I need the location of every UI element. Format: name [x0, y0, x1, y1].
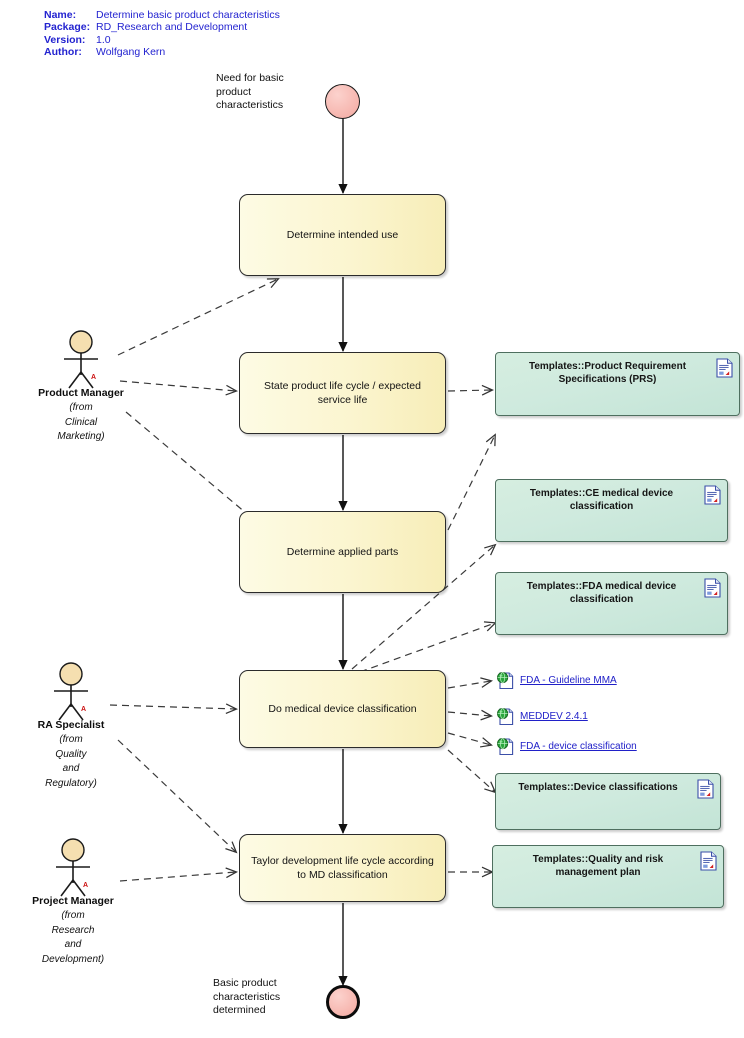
activity-taylor-development-life-cycle[interactable]: Taylor development life cycle according …: [239, 834, 446, 902]
actor-marker-a: A: [91, 374, 97, 381]
meta-row-version: Version: 1.0: [44, 34, 280, 46]
meta-value-version: 1.0: [96, 33, 111, 46]
artifact-ce-medical-device-classification[interactable]: Templates::CE medical device classificat…: [495, 479, 728, 542]
weblink-label: MEDDEV 2.4.1: [520, 711, 588, 722]
meta-key-package: Package:: [44, 21, 91, 34]
weblink-label: FDA - device classification: [520, 741, 637, 752]
artifact-label: Templates::Device classifications: [518, 782, 678, 793]
actor-name: Product Manager: [38, 387, 124, 399]
dep-a4-to-link-fda-guideline: [447, 677, 493, 689]
artifact-fda-medical-device-classification[interactable]: Templates::FDA medical device classifica…: [495, 572, 728, 635]
actor-name: Project Manager: [32, 895, 114, 907]
actor-package: (from Clinical Marketing): [57, 402, 105, 442]
end-node[interactable]: [326, 985, 360, 1019]
document-icon: [700, 851, 717, 871]
meta-value-name: Determine basic product characteristics: [96, 9, 280, 21]
dep-ra-specialist-to-a4: [109, 703, 239, 715]
artifact-product-requirement-specifications[interactable]: Templates::Product Requirement Specifica…: [495, 352, 740, 416]
actor-stick-figure-icon: [56, 838, 90, 897]
activity-label: Determine intended use: [286, 229, 399, 241]
dep-a4-to-link-meddev: [447, 709, 493, 721]
activity-do-medical-device-classification[interactable]: Do medical device classification: [239, 670, 446, 748]
dep-a4-to-device-classifications: [447, 749, 497, 794]
meta-key-version: Version:: [44, 33, 86, 46]
dep-project-manager-to-a5: [119, 867, 238, 882]
meta-row-name: Name: Determine basic product characteri…: [44, 9, 280, 21]
start-node-label: Need for basic product characteristics: [216, 72, 284, 111]
actor-package: (from Research and Development): [41, 910, 105, 965]
actor-marker-a: A: [83, 882, 89, 889]
web-page-icon: [497, 672, 514, 690]
dep-product-manager-to-a1: [117, 278, 280, 356]
dep-a4-to-fda-classification: [359, 621, 497, 673]
artifact-label: Templates::Quality and risk management p…: [532, 854, 664, 878]
meta-row-package: Package: RD_Research and Development: [44, 21, 280, 33]
actor-name: RA Specialist: [37, 719, 105, 731]
dep-ra-specialist-to-a5: [117, 739, 238, 854]
dep-a4-to-link-fda-device: [447, 732, 493, 748]
dep-product-manager-to-a2: [119, 380, 238, 396]
meta-value-package: RD_Research and Development: [96, 21, 248, 34]
artifact-quality-and-risk-management-plan[interactable]: Templates::Quality and risk management p…: [492, 845, 724, 908]
weblink-meddev-241[interactable]: MEDDEV 2.4.1: [496, 707, 588, 726]
document-icon: [697, 779, 714, 799]
meta-key-name: Name:: [44, 9, 77, 21]
diagram-meta: Name: Determine basic product characteri…: [44, 9, 280, 59]
artifact-label: Templates::Product Requirement Specifica…: [528, 361, 687, 385]
activity-state-product-life-cycle[interactable]: State product life cycle / expected serv…: [239, 352, 446, 434]
activity-label: State product life cycle / expected serv…: [263, 380, 421, 406]
artifact-device-classifications[interactable]: Templates::Device classifications: [495, 773, 721, 830]
web-page-icon: [497, 738, 514, 756]
meta-key-author: Author:: [44, 46, 82, 59]
actor-stick-figure-icon: [64, 330, 98, 389]
dep-a3-to-prs: [447, 433, 496, 531]
web-page-icon: [497, 708, 514, 726]
actor-ra-specialist[interactable]: A RA Specialist (from Quality and Regula…: [34, 662, 108, 807]
end-node-label: Basic product characteristics determined: [213, 977, 281, 1016]
weblink-fda-device-classification[interactable]: FDA - device classification: [496, 737, 637, 756]
actor-stick-figure-icon: [54, 662, 88, 721]
meta-row-author: Author: Wolfgang Kern: [44, 46, 280, 58]
activity-determine-applied-parts[interactable]: Determine applied parts: [239, 511, 446, 593]
activity-determine-intended-use[interactable]: Determine intended use: [239, 194, 446, 276]
activity-label: Determine applied parts: [286, 546, 399, 558]
actor-package: (from Quality and Regulatory): [45, 734, 97, 789]
activity-label: Taylor development life cycle according …: [251, 855, 434, 881]
actor-project-manager[interactable]: A Project Manager (from Research and Dev…: [32, 838, 114, 983]
weblink-label: FDA - Guideline MMA: [520, 675, 617, 686]
dep-a2-to-prs: [447, 384, 495, 396]
artifact-label: Templates::CE medical device classificat…: [529, 488, 674, 512]
document-icon: [704, 578, 721, 598]
document-icon: [704, 485, 721, 505]
actor-marker-a: A: [81, 706, 87, 713]
activity-label: Do medical device classification: [268, 703, 417, 715]
actor-product-manager[interactable]: A Product Manager (from Clinical Marketi…: [38, 330, 124, 460]
weblink-fda-guideline-mma[interactable]: FDA - Guideline MMA: [496, 671, 617, 690]
meta-value-author: Wolfgang Kern: [96, 46, 166, 59]
document-icon: [716, 358, 733, 378]
artifact-label: Templates::FDA medical device classifica…: [526, 581, 677, 605]
start-node[interactable]: [325, 84, 360, 119]
